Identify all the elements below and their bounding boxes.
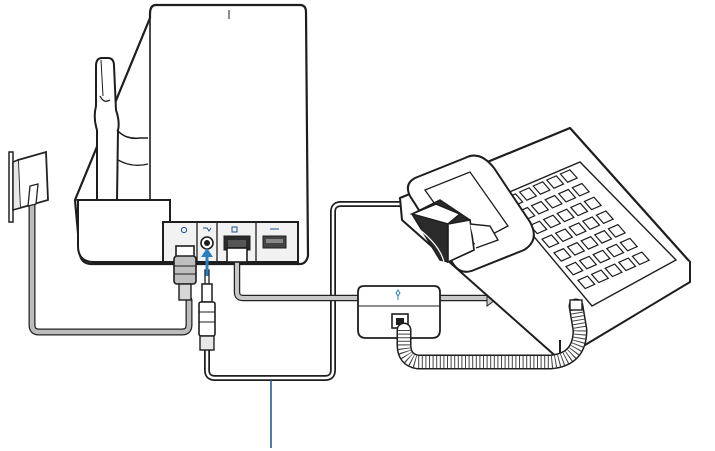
connection-panel [162,221,299,263]
keypad-button [571,182,591,197]
keypad-button [541,234,560,249]
keypad-button [590,269,610,284]
base-station [73,3,310,266]
handset-lifter [409,199,500,264]
insert-arrow-icon [201,248,213,276]
keypad-button [568,222,587,237]
keypad-button [569,202,589,217]
power-cable [28,181,193,336]
keypad-button [604,263,623,278]
keypad-button [595,210,615,225]
power-adapter [8,150,49,223]
accessory-jack-icon [203,227,212,232]
keypad-button [554,228,574,243]
telephone-interface-cable [204,201,408,381]
keypad-button [607,223,627,238]
handset-port-icon [395,289,401,300]
keypad-button [619,237,639,252]
telephone-port-icon [231,226,238,233]
keypad-button [530,200,550,215]
keypad-button [553,247,572,262]
keypad-button [577,275,596,290]
power-plug [173,245,197,301]
keypad-button [578,255,598,270]
keypad-button [581,216,601,231]
coiled-handset-cord [396,298,588,370]
headset-cradle [93,57,149,201]
keypad-button [583,196,603,211]
accessory-plug [198,269,216,351]
keypad-button [542,214,562,229]
power-port-icon [180,226,188,234]
keypad-button [617,257,637,272]
keypad-button [593,229,613,244]
keypad-button [557,188,577,203]
keypad-button [545,175,565,189]
keypad-button [532,181,551,195]
telephone-cable-splitter [357,285,441,339]
telephone-port-plug [226,247,248,263]
keypad-button [518,187,538,201]
keypad-button [631,251,651,266]
keypad-button [559,169,579,183]
keypad-button [592,249,611,264]
keypad-button [580,235,599,250]
keypad-button [566,241,586,256]
keypad-button [544,194,563,209]
keypad-button [605,243,625,258]
keypad-button [556,208,575,223]
keypad-button [565,261,584,276]
keypad-button [529,220,548,235]
